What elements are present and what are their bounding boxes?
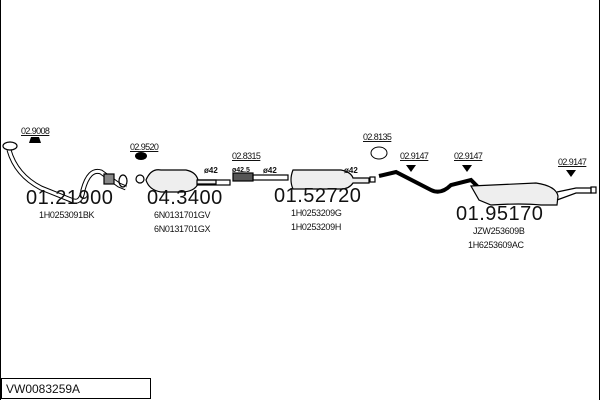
catalytic-converter	[145, 169, 217, 193]
rear-pipe	[378, 169, 483, 194]
oe-number: 1H0253209H	[291, 222, 342, 232]
oe-number: 6N0131701GX	[154, 224, 211, 234]
diagram-code: VW0083259A	[1, 378, 151, 399]
middle-silencer	[290, 169, 370, 190]
oe-number: JZW253609B	[473, 226, 525, 236]
accessory-label: 02.9147	[454, 151, 483, 161]
accessory-label: 02.9147	[558, 157, 587, 167]
flange-icon	[2, 141, 18, 151]
part-number[interactable]: 01.21900	[26, 187, 114, 209]
rear-silencer	[469, 182, 559, 206]
accessory-label: 02.8315	[232, 151, 261, 161]
part-number[interactable]: 01.95170	[456, 203, 544, 225]
oe-number: 1H6253609AC	[468, 240, 524, 250]
hanger-icon	[462, 165, 472, 172]
hanger-icon	[370, 146, 388, 160]
diameter-label: ø42	[204, 166, 218, 175]
oe-number: 1H0253209G	[291, 208, 342, 218]
accessory-label: 02.8135	[363, 132, 392, 142]
hanger-icon	[406, 165, 416, 172]
gasket-icon	[29, 137, 41, 143]
diameter-label: ø42	[263, 166, 277, 175]
oe-number: 6N0131701GV	[154, 210, 211, 220]
diameter-label: ø42	[344, 166, 358, 175]
accessory-label: 02.9520	[130, 142, 159, 152]
part-number[interactable]: 04.3400	[147, 187, 223, 209]
accessory-label: 02.9008	[21, 126, 50, 136]
part-number[interactable]: 01.52720	[274, 185, 362, 207]
hanger-icon	[566, 170, 576, 177]
diameter-label: ø42.5	[232, 167, 250, 174]
ring-icon	[135, 152, 147, 160]
accessory-label: 02.9147	[400, 151, 429, 161]
oe-number: 1H0253091BK	[39, 210, 95, 220]
